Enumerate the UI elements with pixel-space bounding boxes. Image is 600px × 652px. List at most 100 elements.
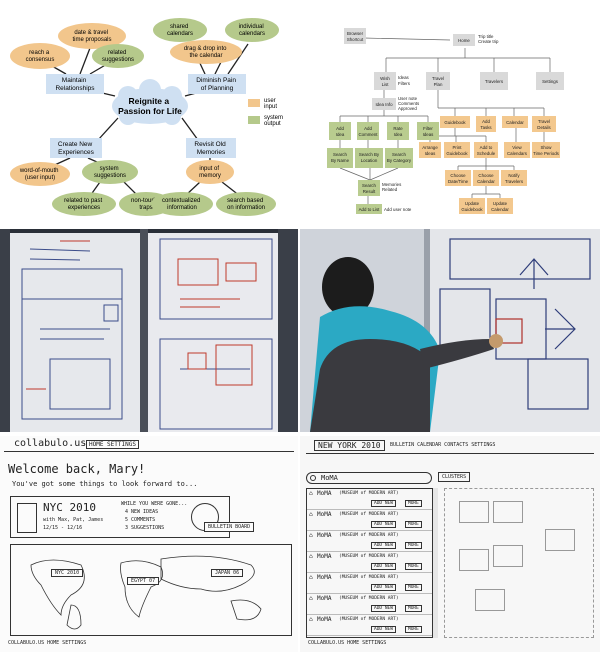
add-button[interactable]: ADD NEW (371, 542, 396, 549)
cluster-card[interactable] (459, 549, 489, 571)
cluster-card[interactable] (493, 545, 523, 567)
trip-bullet: 3 SUGGESTIONS (125, 525, 165, 531)
leaf-system-suggestions: system suggestions (94, 166, 126, 179)
hub-revisit-old: Revisit Old Memories (194, 141, 227, 156)
leaf-input-memory: input of memory (199, 166, 221, 179)
center-title: Reignite a Passion for Life (118, 96, 182, 116)
sketch2-tab-links[interactable]: BULLETIN CALENDAR CONTACTS SETTINGS (390, 442, 496, 448)
leaf-search-based: search based on information (227, 198, 265, 211)
add-button[interactable]: ADD NEW (371, 626, 396, 633)
add-button[interactable]: ADD NEW (371, 500, 396, 507)
result-title: MoMA (317, 511, 332, 518)
map-pin-japan[interactable]: JAPAN 06 (211, 569, 244, 577)
add-button[interactable]: ADD NEW (371, 605, 396, 612)
sketch-home-page: collabulo.us HOME SETTINGS Welcome back,… (0, 436, 298, 652)
result-title: MoMA (317, 616, 332, 623)
center-cloud: Reignite a Passion for Life (112, 79, 188, 125)
node-settings: Settings (542, 79, 559, 84)
clusters-button[interactable]: CLUSTERS (438, 472, 471, 482)
cluster-card[interactable] (493, 501, 523, 523)
more-button[interactable]: MORE (405, 584, 422, 591)
svg-text:system output: system output (264, 115, 285, 127)
hub-create-new: Create New Experiences (58, 141, 95, 156)
search-input[interactable]: MoMA (306, 472, 432, 484)
result-subtitle: (MUSEUM of MODERN ART) (339, 533, 399, 538)
museum-icon: ⌂ (309, 553, 313, 560)
more-button[interactable]: MORE (405, 521, 422, 528)
trip-thumbnail (17, 503, 37, 533)
concept-map: reach a consensus date & travel time pro… (10, 18, 285, 216)
add-button[interactable]: ADD NEW (371, 521, 396, 528)
trip-title: NYC 2010 (43, 501, 96, 514)
add-button[interactable]: ADD NEW (371, 563, 396, 570)
results-list[interactable]: ⌂ MoMA (MUSEUM of MODERN ART) ADD NEW MORE ⌂ M… (306, 488, 438, 638)
leaf-non-tourist: non-tourist traps (131, 198, 161, 211)
person-head (322, 257, 374, 317)
more-button[interactable]: MORE (405, 563, 422, 570)
trip-card[interactable]: NYC 2010 with Max, Pat, James 12/15 - 12… (10, 496, 230, 538)
more-button[interactable]: MORE (405, 500, 422, 507)
hub-diminish-pain: Diminish Pain of Planning (196, 77, 238, 92)
trip-bullet: 5 COMMENTS (125, 517, 156, 523)
cluster-card[interactable] (459, 501, 489, 523)
result-row[interactable]: ⌂ MoMA (MUSEUM of MODERN ART) ADD NEW MORE (307, 615, 437, 636)
results-scrollbar[interactable] (432, 488, 438, 638)
cluster-card[interactable] (545, 529, 575, 551)
sketch1-nav: collabulo.us HOME SETTINGS (4, 438, 294, 452)
leaf-drag-drop: drag & drop into the calendar (184, 46, 228, 59)
node-calendar: Calendar (506, 120, 524, 125)
add-button[interactable]: ADD NEW (371, 584, 396, 591)
trip-members: with Max, Pat, James (43, 517, 104, 523)
world-map[interactable]: NYC 2010 EGYPT 07 JAPAN 06 (10, 544, 292, 636)
more-button[interactable]: MORE (405, 626, 422, 633)
node-guidebook: Guidebook (444, 120, 466, 125)
result-subtitle: (MUSEUM of MODERN ART) (339, 617, 399, 622)
node-idea-info: Idea Info (375, 102, 393, 107)
sketch1-footer: COLLABULO.US HOME SETTINGS (8, 640, 87, 646)
bulletin-board-button[interactable]: BULLETIN BOARD (204, 522, 255, 532)
whiteboard-photo-left (0, 229, 298, 432)
sketch2-nav: NEW YORK 2010 BULLETIN CALENDAR CONTACTS… (306, 438, 594, 454)
museum-icon: ⌂ (309, 595, 313, 602)
leaf-date-travel: date & travel time proposals (72, 30, 111, 43)
cluster-card[interactable] (475, 589, 505, 611)
result-title: MoMA (317, 574, 332, 581)
result-subtitle: (MUSEUM of MODERN ART) (339, 596, 399, 601)
sketch2-tab-title[interactable]: NEW YORK 2010 (314, 440, 385, 451)
museum-icon: ⌂ (309, 511, 313, 518)
cluster-area[interactable] (444, 488, 594, 638)
more-button[interactable]: MORE (405, 542, 422, 549)
more-button[interactable]: MORE (405, 605, 422, 612)
sketch1-nav-links[interactable]: HOME SETTINGS (86, 440, 139, 449)
map-pin-egypt[interactable]: EGYPT 07 (127, 577, 160, 585)
sketch1-brand[interactable]: collabulo.us (14, 438, 87, 449)
museum-icon: ⌂ (309, 616, 313, 623)
map-pin-nyc[interactable]: NYC 2010 (51, 569, 84, 577)
